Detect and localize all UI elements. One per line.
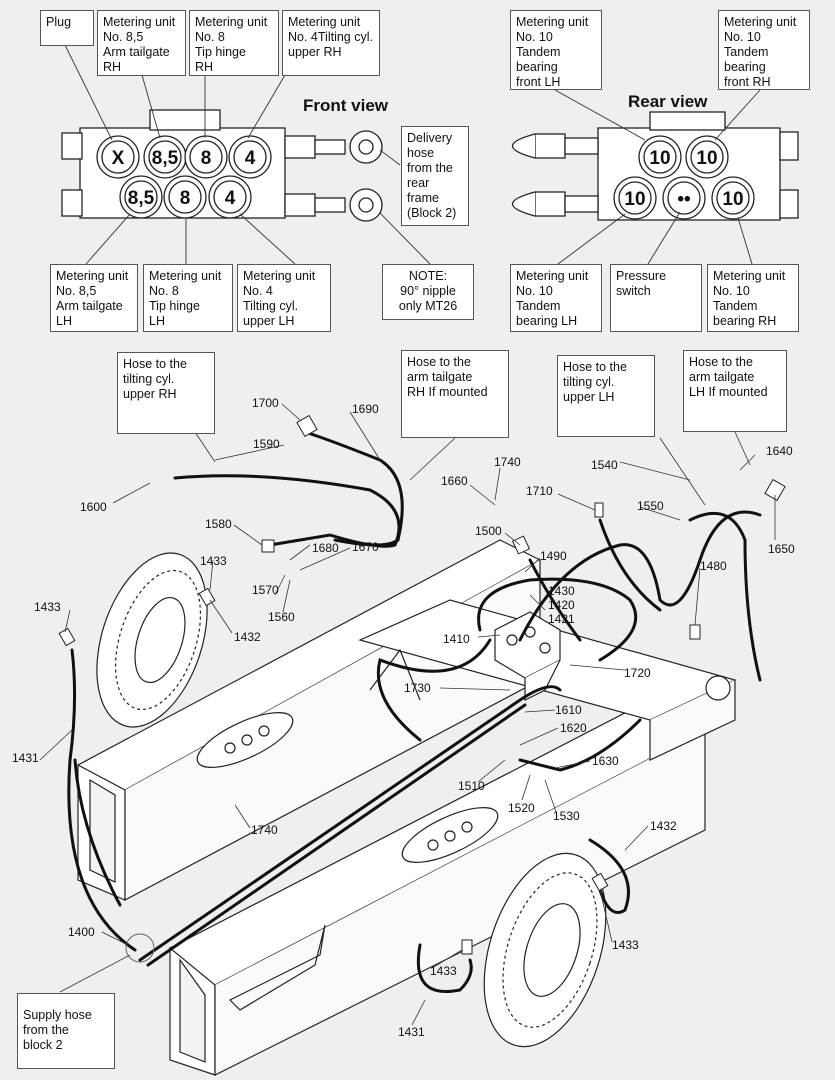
part-number: 1433	[612, 938, 639, 952]
part-number: 1420	[548, 598, 575, 612]
front-port-label: X	[112, 148, 125, 169]
part-number: 1670	[352, 540, 379, 554]
part-number-labels: 1700 1690 1590 1600 1580 1680 1670 1570 …	[12, 396, 795, 1039]
rear-view-title: Rear view	[628, 92, 708, 111]
front-port-label: 8,5	[152, 148, 179, 169]
part-number: 1421	[548, 612, 575, 626]
part-number: 1432	[234, 630, 261, 644]
metering-unit-10-rh-label: Metering unit No. 10 Tandem bearing RH	[707, 264, 799, 332]
supply-hose-label: Supply hose from the block 2	[17, 993, 115, 1069]
part-number: 1710	[526, 484, 553, 498]
part-number: 1600	[80, 500, 107, 514]
part-number: 1690	[352, 402, 379, 416]
part-number: 1740	[494, 455, 521, 469]
part-number: 1520	[508, 801, 535, 815]
part-number: 1540	[591, 458, 618, 472]
part-number: 1620	[560, 721, 587, 735]
metering-unit-8-lh-label: Metering unit No. 8 Tip hinge LH	[143, 264, 233, 332]
hose-arm-tailgate-lh-label: Hose to the arm tailgate LH If mounted	[683, 350, 787, 432]
part-number: 1433	[430, 964, 457, 978]
part-number: 1570	[252, 583, 279, 597]
rear-view-manifold	[512, 111, 799, 221]
left-wheel	[96, 552, 208, 728]
hose-tilting-rh-label: Hose to the tilting cyl. upper RH	[117, 352, 215, 434]
front-view-manifold	[61, 109, 383, 222]
note-label: NOTE: 90° nipple only MT26	[382, 264, 474, 320]
part-number: 1490	[540, 549, 567, 563]
hose-tilting-lh-label: Hose to the tilting cyl. upper LH	[557, 355, 655, 437]
part-number: 1680	[312, 541, 339, 555]
part-number: 1431	[398, 1025, 425, 1039]
distributor-block	[494, 611, 561, 701]
delivery-hose-label: Delivery hose from the rear frame (Block…	[401, 126, 469, 226]
metering-unit-85-lh-label: Metering unit No. 8,5 Arm tailgate LH	[50, 264, 138, 332]
part-number: 1400	[68, 925, 95, 939]
metering-unit-10-front-rh-label: Metering unit No. 10 Tandem bearing fron…	[718, 10, 810, 90]
rear-port-label: ••	[677, 189, 691, 210]
part-number: 1432	[650, 819, 677, 833]
part-number: 1431	[12, 751, 39, 765]
part-number: 1650	[768, 542, 795, 556]
hoses	[67, 430, 762, 993]
front-port-label: 8,5	[128, 188, 155, 209]
part-number: 1610	[555, 703, 582, 717]
part-number: 1700	[252, 396, 279, 410]
part-leader-lines	[39, 403, 776, 1026]
fittings	[58, 414, 786, 963]
part-number: 1740	[251, 823, 278, 837]
part-number: 1480	[700, 559, 727, 573]
part-number: 1590	[253, 437, 280, 451]
front-port-label: 8	[180, 188, 191, 209]
pressure-switch-label: Pressure switch	[610, 264, 702, 332]
front-port-labels: X 8,5 8 4 8,5 8 4	[112, 148, 256, 209]
front-port-label: 4	[225, 188, 236, 209]
part-number: 1660	[441, 474, 468, 488]
part-number: 1433	[200, 554, 227, 568]
part-number: 1410	[443, 632, 470, 646]
metering-unit-10-lh-label: Metering unit No. 10 Tandem bearing LH	[510, 264, 602, 332]
part-number: 1720	[624, 666, 651, 680]
metering-unit-4-rh-label: Metering unit No. 4Tilting cyl. upper RH	[282, 10, 380, 76]
front-port-label: 8	[201, 148, 212, 169]
part-number: 1640	[766, 444, 793, 458]
front-view-title: Front view	[303, 96, 389, 115]
hose-arm-tailgate-rh-label: Hose to the arm tailgate RH If mounted	[401, 350, 509, 438]
metering-unit-4-lh-label: Metering unit No. 4 Tilting cyl. upper L…	[237, 264, 331, 332]
part-number: 1560	[268, 610, 295, 624]
hose-box-leaders	[59, 431, 751, 993]
part-number: 1580	[205, 517, 232, 531]
rear-port-label: 10	[696, 148, 717, 169]
part-number: 1550	[637, 499, 664, 513]
part-number: 1530	[553, 809, 580, 823]
part-number: 1730	[404, 681, 431, 695]
top-leader-lines	[64, 44, 761, 265]
metering-unit-85-rh-label: Metering unit No. 8,5 Arm tailgate RH	[97, 10, 186, 76]
part-number: 1510	[458, 779, 485, 793]
metering-unit-10-front-lh-label: Metering unit No. 10 Tandem bearing fron…	[510, 10, 602, 90]
rear-port-label: 10	[624, 189, 645, 210]
rear-port-label: 10	[722, 189, 743, 210]
rear-port-label: 10	[649, 148, 670, 169]
right-wheel	[483, 852, 607, 1048]
front-port-label: 4	[245, 148, 256, 169]
part-number: 1630	[592, 754, 619, 768]
metering-unit-8-rh-label: Metering unit No. 8 Tip hinge RH	[189, 10, 279, 76]
rear-port-labels: 10 10 10 •• 10	[624, 148, 743, 210]
plug-label: Plug	[40, 10, 94, 46]
part-number: 1433	[34, 600, 61, 614]
part-number: 1430	[548, 584, 575, 598]
part-number: 1500	[475, 524, 502, 538]
